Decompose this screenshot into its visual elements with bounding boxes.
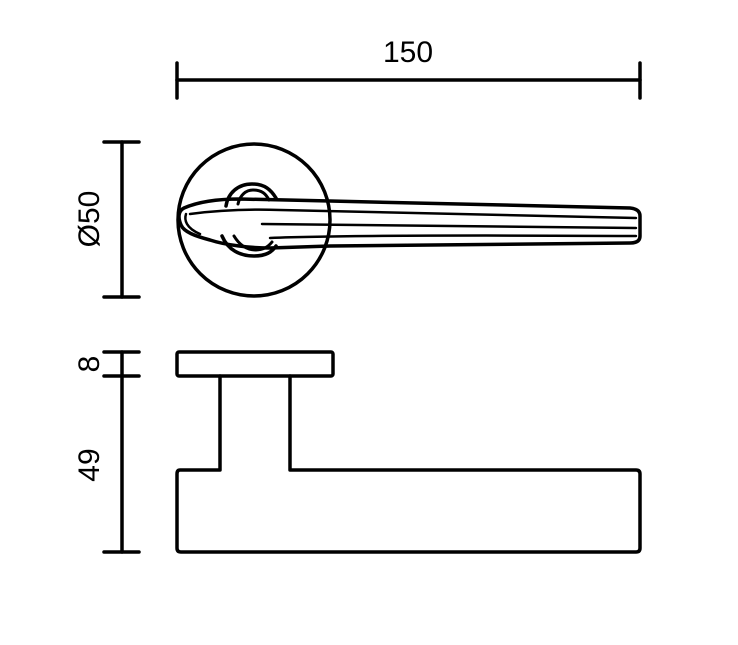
lever-groove-lower [268, 234, 638, 240]
rose-outline [176, 142, 332, 298]
thickness-dimension: 8 [73, 350, 141, 378]
lever-side-profile [175, 374, 642, 554]
lever-neck-upper [224, 182, 278, 208]
diameter-dimension: Ø50 [73, 140, 141, 299]
lever-groove-middle [260, 222, 638, 230]
lever-groove-upper [188, 208, 638, 220]
thickness-dimension-label: 8 [73, 356, 106, 373]
lever-neck-upper-inner [236, 188, 271, 206]
projection-dimension: 49 [73, 374, 141, 554]
lever-neck-lower [220, 234, 278, 258]
rose-plate [175, 350, 335, 378]
lever-left-bevel [184, 212, 202, 236]
length-dimension: 150 [175, 36, 642, 100]
diameter-dimension-label: Ø50 [73, 191, 106, 248]
front-view [176, 142, 642, 298]
length-dimension-label: 150 [383, 36, 433, 69]
lever-neck-lower-inner [232, 234, 274, 252]
projection-dimension-label: 49 [73, 448, 106, 481]
lever-outline [177, 197, 642, 250]
side-view [175, 350, 642, 554]
